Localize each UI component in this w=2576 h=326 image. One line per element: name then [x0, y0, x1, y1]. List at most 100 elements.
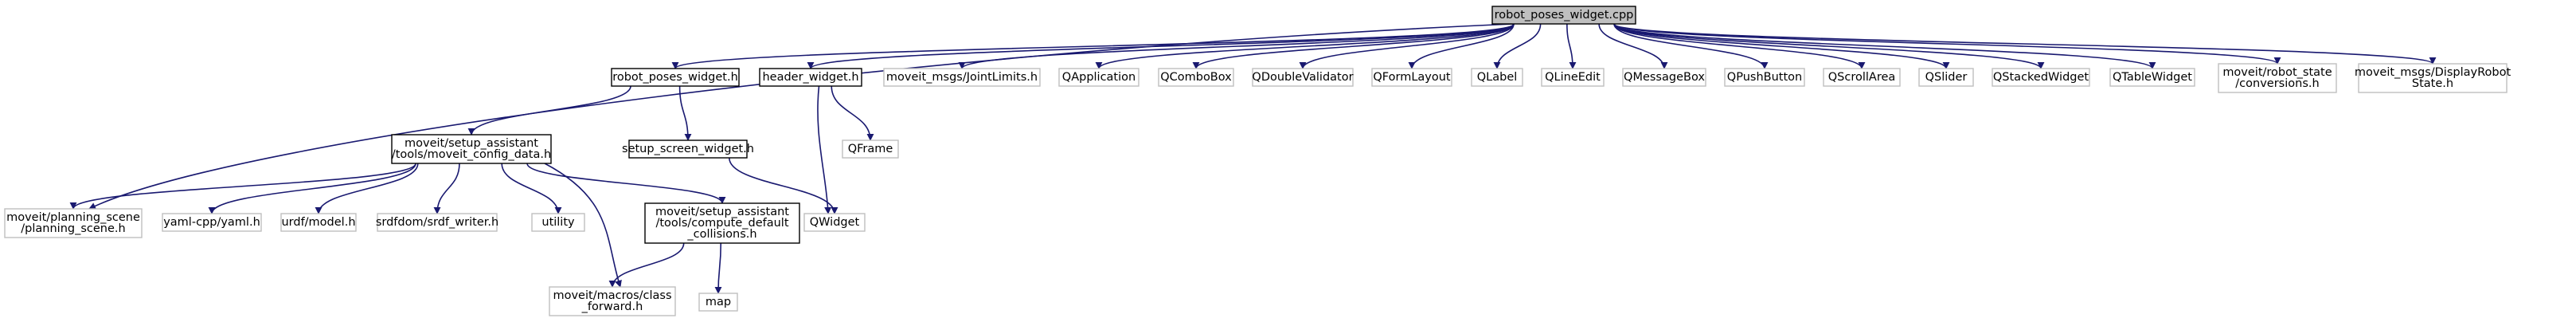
node-label-robotstate_conv-line-2: /conversions.h	[2235, 77, 2319, 90]
node-config_data[interactable]: moveit/setup_assistant/tools/moveit_conf…	[391, 134, 552, 164]
node-jointlimits: moveit_msgs/JointLimits.h	[883, 68, 1041, 87]
node-qslider: QSlider	[1918, 68, 1974, 87]
node-box-jointlimits	[883, 68, 1041, 87]
node-box-planning_scene	[4, 208, 143, 238]
edges-layer	[69, 23, 2437, 294]
node-rpw_h[interactable]: robot_poses_widget.h	[611, 68, 740, 87]
node-box-qformlayout	[1371, 68, 1452, 87]
nodes-layer: robot_poses_widget.cpp robot_poses_widget…	[4, 6, 2512, 316]
node-map: map	[698, 293, 738, 312]
edge-root-to-qcombobox	[1192, 23, 1515, 69]
node-box-yaml	[162, 213, 262, 232]
node-box-map	[698, 293, 738, 312]
edge-root-to-qlabel	[1493, 23, 1542, 69]
node-label-srdf: srdfdom/srdf_writer.h	[376, 216, 498, 229]
node-box-setup_screen	[628, 139, 748, 159]
edge-root-to-qdoublevalidator	[1299, 23, 1515, 69]
node-qstackedwidget: QStackedWidget	[1992, 68, 2090, 87]
node-utility: utility	[531, 213, 585, 232]
node-label-header_h: header_widget.h	[762, 71, 858, 84]
node-class_forward: moveit/macros/class_forward.h	[549, 286, 676, 316]
node-label-qwidget: QWidget	[810, 216, 860, 229]
node-label-qlabel: QLabel	[1477, 71, 1518, 84]
edge-config_data-to-srdf	[433, 163, 460, 214]
node-label-root: robot_poses_widget.cpp	[1495, 9, 1634, 22]
node-qwidget: QWidget	[803, 213, 866, 232]
node-box-qtablewidget	[2109, 68, 2195, 87]
node-planning_scene: moveit/planning_scene/planning_scene.h	[4, 208, 143, 238]
node-box-robotstate_conv	[2218, 63, 2337, 93]
node-label-qstackedwidget: QStackedWidget	[1993, 71, 2089, 84]
edge-config_data-to-planning_scene	[69, 163, 416, 210]
node-label-displayrobotstate-line-1: moveit_msgs/DisplayRobot	[2355, 66, 2512, 79]
node-label-qapplication: QApplication	[1062, 71, 1136, 84]
edge-root-to-qtablewidget	[1613, 23, 2156, 69]
edge-header_h-to-qframe	[831, 85, 874, 141]
node-label-robotstate_conv-line-1: moveit/robot_state	[2222, 66, 2332, 79]
node-box-qstackedwidget	[1992, 68, 2090, 87]
node-label-qframe: QFrame	[848, 143, 893, 155]
node-box-qlabel	[1471, 68, 1523, 87]
edge-config_data-to-urdf	[315, 163, 419, 214]
node-label-qtablewidget: QTableWidget	[2113, 71, 2192, 84]
node-box-qscrollarea	[1823, 68, 1901, 87]
node-box-qlineedit	[1541, 68, 1605, 87]
edge-root-to-qformlayout	[1408, 23, 1515, 69]
node-header_h[interactable]: header_widget.h	[759, 68, 862, 87]
node-label-setup_screen: setup_screen_widget.h	[622, 143, 754, 155]
node-label-config_data-line-1: moveit/setup_assistant	[405, 137, 538, 150]
edge-root-to-jointlimits	[958, 23, 1515, 69]
edge-root-to-qpushbutton	[1613, 23, 1769, 69]
node-box-qpushbutton	[1724, 68, 1805, 87]
node-box-qapplication	[1058, 68, 1139, 87]
edge-root-to-rpw_h	[671, 23, 1515, 69]
node-qdoublevalidator: QDoubleValidator	[1252, 68, 1354, 87]
edge-config_data-to-yaml	[208, 163, 416, 214]
node-box-qdoublevalidator	[1252, 68, 1354, 87]
node-box-urdf	[280, 213, 357, 232]
edge-compute_coll-to-class_forward	[608, 242, 685, 288]
node-label-qpushbutton: QPushButton	[1727, 71, 1802, 84]
node-qformlayout: QFormLayout	[1371, 68, 1452, 87]
edge-root-to-header_h	[807, 23, 1515, 69]
node-label-config_data-line-2: /tools/moveit_config_data.h	[392, 148, 551, 161]
node-label-class_forward-line-1: moveit/macros/class	[553, 289, 671, 302]
edge-rpw_h-to-config_data	[467, 85, 631, 136]
node-qscrollarea: QScrollArea	[1823, 68, 1901, 87]
edge-root-to-robotstate_conv	[1613, 23, 2281, 65]
edge-root-to-qlineedit	[1566, 23, 1577, 69]
edge-rpw_h-to-setup_screen	[678, 85, 692, 141]
edge-root-to-qapplication	[1095, 23, 1515, 69]
edge-root-to-qscrollarea	[1613, 23, 1866, 69]
node-box-qmessagebox	[1622, 68, 1706, 87]
node-setup_screen[interactable]: setup_screen_widget.h	[622, 139, 754, 159]
edge-root-to-planning_scene	[88, 23, 1515, 210]
node-box-compute_coll	[644, 202, 800, 244]
node-label-qslider: QSlider	[1925, 71, 1968, 84]
node-label-planning_scene-line-1: moveit/planning_scene	[6, 211, 140, 224]
node-yaml: yaml-cpp/yaml.h	[162, 213, 262, 232]
node-qcombobox: QComboBox	[1158, 68, 1234, 87]
node-box-root	[1491, 6, 1636, 25]
node-label-map: map	[706, 296, 731, 308]
node-root[interactable]: robot_poses_widget.cpp	[1491, 6, 1636, 25]
node-box-rpw_h	[611, 68, 740, 87]
edge-config_data-to-compute_coll	[526, 163, 726, 204]
edge-root-to-displayrobotstate	[1613, 23, 2437, 65]
edge-setup_screen-to-qwidget	[729, 157, 838, 214]
node-qframe: QFrame	[842, 139, 899, 159]
node-box-class_forward	[549, 286, 676, 316]
node-robotstate_conv: moveit/robot_state/conversions.h	[2218, 63, 2337, 93]
node-box-config_data	[391, 134, 552, 164]
node-label-qformlayout: QFormLayout	[1373, 71, 1451, 84]
node-box-utility	[531, 213, 585, 232]
node-srdf: srdfdom/srdf_writer.h	[376, 213, 498, 232]
node-box-qwidget	[803, 213, 866, 232]
edge-root-to-qslider	[1613, 23, 1950, 69]
node-label-utility: utility	[541, 216, 575, 229]
node-qlabel: QLabel	[1471, 68, 1523, 87]
node-compute_coll[interactable]: moveit/setup_assistant/tools/compute_def…	[644, 202, 800, 244]
node-label-compute_coll-line-1: moveit/setup_assistant	[655, 206, 789, 218]
